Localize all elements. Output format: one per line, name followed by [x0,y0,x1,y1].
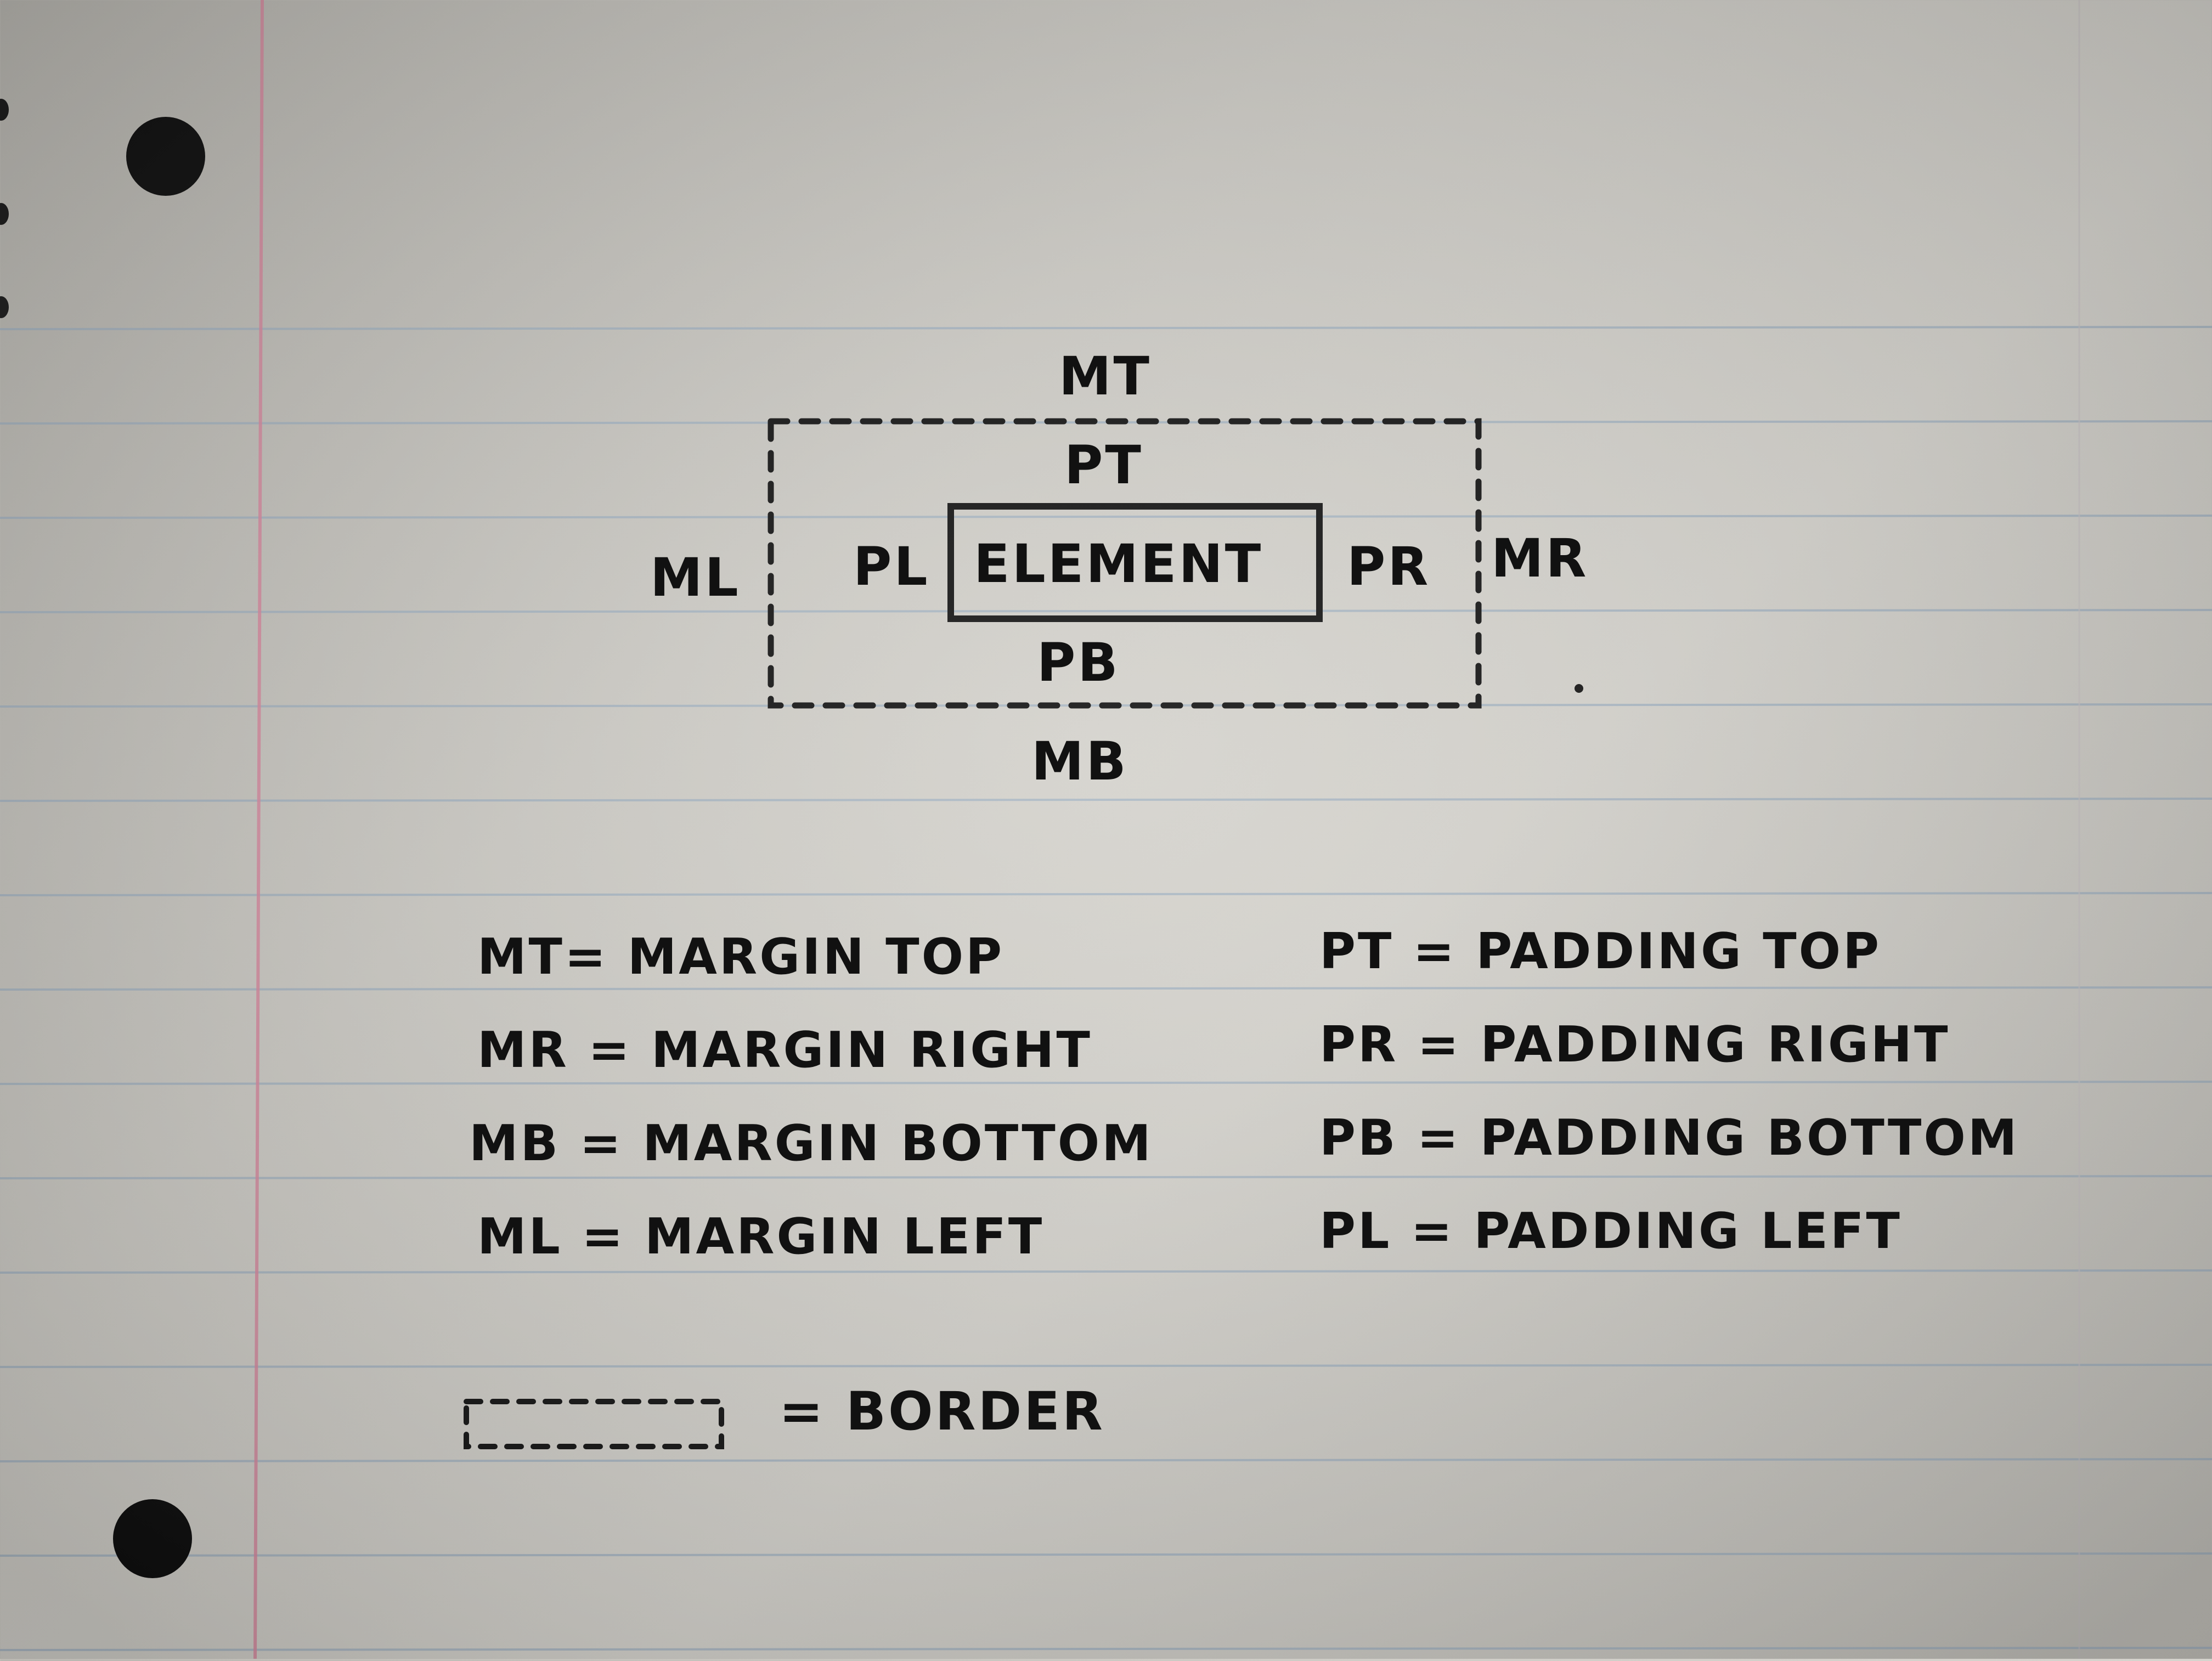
label-element: ELEMENT [974,533,1263,595]
legend-padding-right: PR = PADDING RIGHT [1319,1016,1950,1074]
legend-margin-top: MT= MARGIN TOP [477,928,1005,986]
legend-margin-bottom: MB = MARGIN BOTTOM [469,1115,1153,1172]
label-margin-top: MT [1059,346,1152,407]
label-margin-right: MR [1491,528,1589,589]
legend-margin-right: MR = MARGIN RIGHT [477,1021,1092,1079]
label-padding-left: PL [853,536,930,597]
label-padding-bottom: PB [1037,632,1120,693]
label-margin-bottom: MB [1031,731,1128,792]
legend-padding-top: PT = PADDING TOP [1319,923,1882,980]
legend-margin-left: ML = MARGIN LEFT [477,1208,1045,1265]
legend-padding-bottom: PB = PADDING BOTTOM [1319,1109,2019,1167]
label-margin-left: ML [650,547,741,608]
label-padding-top: PT [1064,434,1143,496]
legend-border: = BORDER [779,1381,1105,1442]
label-padding-right: PR [1347,536,1431,597]
legend-padding-left: PL = PADDING LEFT [1319,1202,1902,1260]
